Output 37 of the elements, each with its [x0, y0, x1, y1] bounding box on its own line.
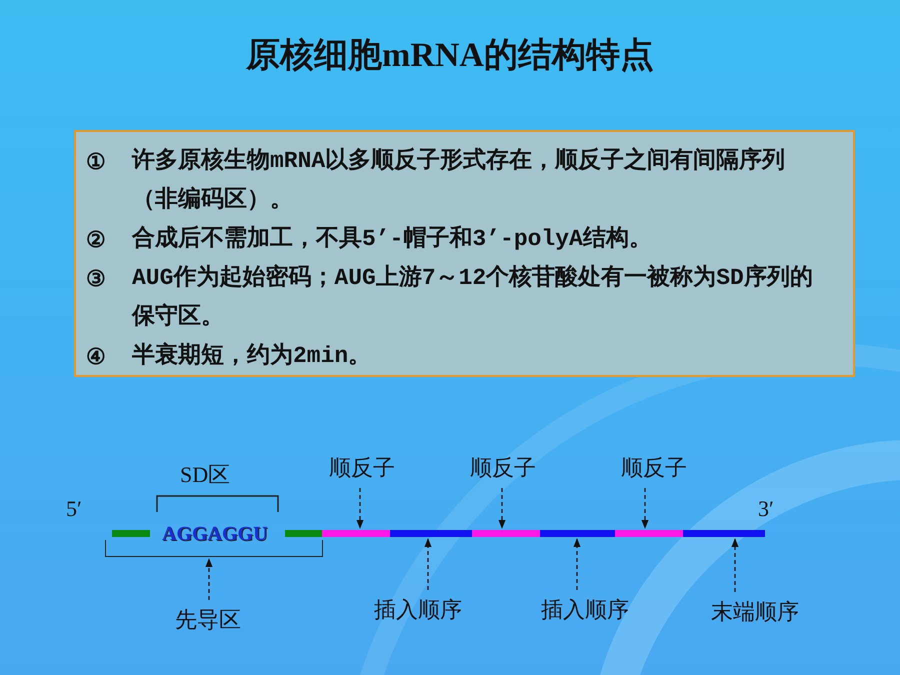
mrna-segment: [322, 530, 390, 537]
mrna-segment: [472, 530, 540, 537]
item-text: 许多原核生物mRNA以多顺反子形式存在，顺反子之间有间隔序列（非编码区）。: [132, 146, 786, 215]
leader-arrow: [573, 538, 581, 590]
mrna-segment: [615, 530, 683, 537]
leader-arrow: [641, 488, 649, 529]
item-number: ③: [86, 265, 107, 293]
region-label: 顺反子: [317, 454, 407, 482]
text-panel: [74, 130, 855, 377]
region-label: 顺反子: [458, 454, 548, 482]
region-label: 先导区: [158, 606, 258, 634]
region-label: 插入顺序: [530, 596, 640, 624]
mrna-segment: [540, 530, 615, 537]
region-label: 顺反子: [609, 454, 699, 482]
item-number: ②: [86, 226, 107, 254]
mrna-segment: [390, 530, 472, 537]
end-label: 3′: [758, 496, 774, 522]
leader-arrow: [356, 488, 364, 529]
item-text: 半衰期短，约为2min。: [132, 341, 372, 371]
sequence-text: AGGAGGU: [162, 522, 268, 547]
leader-arrow: [205, 558, 213, 600]
item-text: AUG作为起始密码；AUG上游7～12个核苷酸处有一被称为SD序列的保守区。: [132, 263, 814, 332]
bracket: [105, 540, 323, 557]
item-text: 合成后不需加工，不具5’-帽子和3’-polyA结构。: [132, 224, 653, 254]
mrna-segment: [112, 530, 150, 537]
slide-title: 原核细胞mRNA的结构特点: [246, 36, 654, 76]
mrna-segment: [285, 530, 322, 537]
item-number: ①: [86, 148, 107, 176]
region-label: 插入顺序: [363, 596, 473, 624]
region-label: 末端顺序: [700, 598, 810, 626]
leader-arrow: [498, 488, 506, 529]
end-label: SD区: [180, 462, 230, 488]
leader-arrow: [731, 538, 739, 592]
leader-arrow: [424, 538, 432, 590]
mrna-segment: [683, 530, 765, 537]
end-label: 5′: [66, 496, 82, 522]
item-number: ④: [86, 343, 107, 371]
